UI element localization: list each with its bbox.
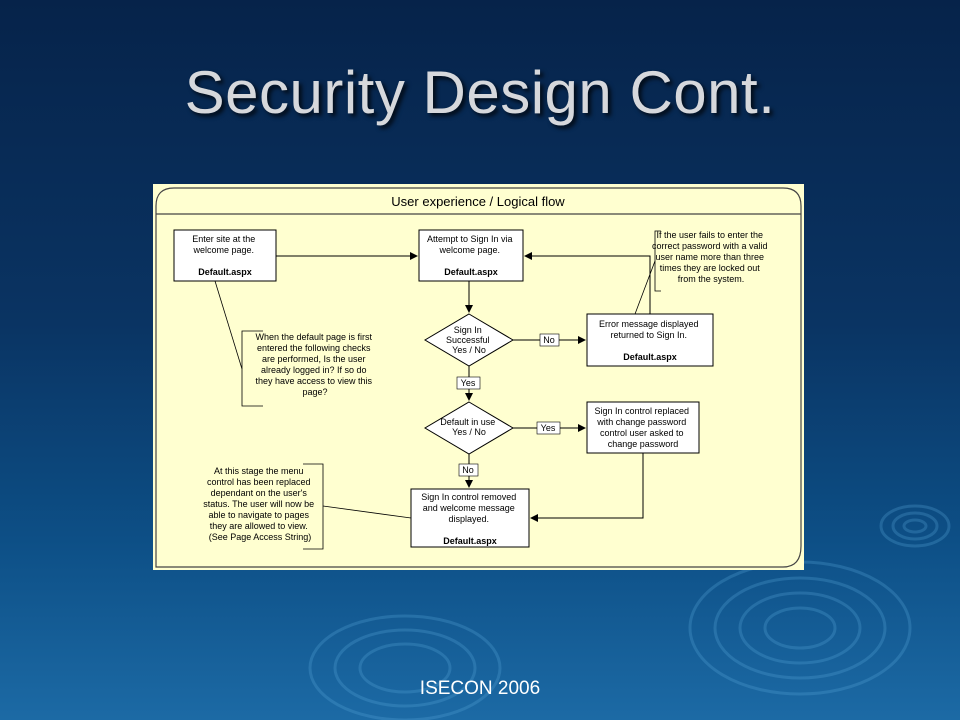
annotation-menu-control: At this stage the menu control has been … [203, 463, 412, 550]
svg-text:Sign In Successful: Sign In Successful Yes / No [446, 325, 492, 355]
svg-text:Yes: Yes [541, 423, 556, 433]
svg-text:Sign In control replaced: Sign In control replaced with change pas… [594, 406, 691, 449]
node-default-in-use-decision: Default in use Yes / No [424, 401, 514, 455]
svg-text:No: No [462, 465, 474, 475]
annotation-default-checks: When the default page is first entered t… [214, 280, 374, 407]
svg-text:No: No [543, 335, 555, 345]
flow-diagram: User experience / Logical flow Enter sit… [153, 184, 804, 570]
slide-title: Security Design Cont. [184, 59, 776, 126]
svg-text:Error message displayed: Error message displayed returned to Sign… [599, 319, 701, 362]
edge-label-default-no: No [458, 463, 479, 477]
svg-text:Enter site at the welc: Enter site at the welcome page. Default.… [192, 234, 258, 277]
edge-label-success-yes: Yes [456, 376, 481, 390]
swimlane-frame [155, 187, 802, 568]
annotation-lockout: If the user fails to enter the correct p… [634, 230, 770, 315]
node-attempt-signin: Attempt to Sign In via welcome page. Def… [418, 229, 524, 282]
svg-text:Attempt to Sign In via: Attempt to Sign In via welcome page. Def… [427, 234, 515, 277]
diagram-header: User experience / Logical flow [391, 194, 565, 209]
svg-text:Yes: Yes [461, 378, 476, 388]
footer-conference: ISECON 2006 [419, 678, 541, 699]
svg-text:Sign In control removed: Sign In control removed and welcome mess… [421, 492, 519, 546]
node-signin-successful-decision: Sign In Successful Yes / No [424, 313, 514, 367]
svg-text:At this stage the menu: At this stage the menu control has been … [203, 466, 316, 542]
svg-text:Default in use Yes / N: Default in use Yes / No [440, 417, 498, 437]
node-change-password: Sign In control replaced with change pas… [586, 401, 700, 454]
edge-label-success-no: No [539, 333, 560, 347]
node-error-message: Error message displayed returned to Sign… [586, 313, 714, 367]
edge-label-default-yes: Yes [536, 421, 561, 435]
svg-text:When the default page is first: When the default page is first entered t… [255, 332, 374, 397]
node-control-removed: Sign In control removed and welcome mess… [410, 488, 530, 548]
node-enter-site: Enter site at the welcome page. Default.… [173, 229, 277, 282]
svg-text:If the user fails to enter the: If the user fails to enter the correct p… [652, 230, 770, 284]
